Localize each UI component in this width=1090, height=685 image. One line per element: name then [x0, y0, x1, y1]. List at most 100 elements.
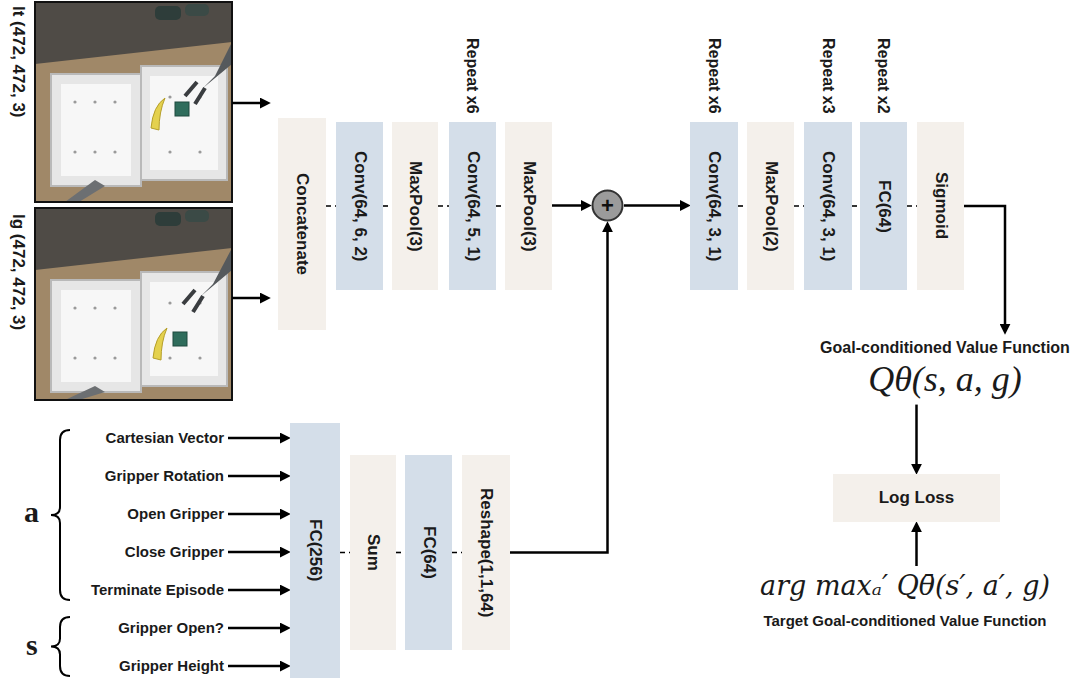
layer-block: FC(256)	[290, 423, 340, 678]
layer-block: Sum	[350, 455, 396, 650]
value-function-label: arg maxₐ′ Qθ̄(s′, a′, g) Target Goal-cond…	[754, 566, 1056, 634]
brace-bracket	[51, 430, 70, 600]
repeat-label: Repeat x3	[819, 38, 837, 114]
value-function-label: Goal-conditioned Value FunctionQθ(s, a, …	[814, 334, 1076, 405]
layer-label: Reshape(1,1,64)	[477, 488, 496, 617]
repeat-label: Repeat x6	[464, 38, 482, 114]
flow-arrow	[964, 206, 1005, 326]
illustration-part	[65, 180, 105, 202]
illustration-part	[155, 212, 181, 226]
illustration-part	[185, 4, 209, 16]
layer-block: Repeat x2FC(64)	[860, 122, 907, 290]
illustration-part	[93, 356, 96, 359]
layer-label: Concatenate	[293, 173, 312, 275]
illustration-part	[201, 248, 232, 296]
illustration-part	[151, 98, 165, 130]
layer-block: MaxPool(3)	[392, 122, 438, 290]
illustration-part	[35, 248, 232, 400]
node-label: Open Gripper	[127, 506, 224, 523]
illustration-part	[73, 100, 76, 103]
layer-block: Sigmoid	[917, 122, 964, 290]
illustration-part	[35, 2, 232, 202]
illustration-part	[173, 332, 187, 346]
flow-arrow	[624, 204, 682, 207]
flow-arrow	[228, 475, 282, 478]
function-text: Target Goal-conditioned Value Function	[760, 612, 1050, 630]
layer-block: FC(64)	[405, 455, 452, 650]
layer-block: MaxPool(2)	[747, 122, 794, 290]
sum-circle: +	[591, 189, 624, 222]
layer-label: Conv(64, 6, 2)	[350, 151, 369, 262]
input-label: Terminate Episode	[87, 580, 228, 601]
illustration-part	[203, 42, 232, 88]
flow-arrow	[915, 405, 918, 466]
layer-block: Repeat x3Conv(64, 3, 1)	[804, 122, 852, 290]
layer-label: MaxPool(3)	[406, 161, 425, 252]
dashed-link	[852, 205, 860, 207]
dashed-link	[794, 205, 804, 207]
layer-label: Conv(64, 3, 1)	[819, 151, 838, 262]
input-label: Open Gripper	[123, 504, 228, 525]
illustration-part	[150, 282, 218, 376]
layer-label: Conv(64, 3, 1)	[705, 151, 724, 262]
illustration-part	[113, 356, 116, 359]
illustration-part	[73, 306, 76, 309]
layer-block: Conv(64, 6, 2)	[336, 122, 383, 290]
node-label: Close Gripper	[125, 544, 224, 561]
image-arrow	[232, 297, 262, 300]
layer-block: MaxPool(3)	[505, 122, 552, 290]
camera-image	[35, 2, 232, 202]
flow-arrow	[228, 627, 282, 630]
layer-label: Sum	[364, 534, 383, 571]
illustration-part	[198, 150, 201, 153]
input-label: Gripper Height	[115, 656, 228, 677]
illustration-part	[35, 208, 232, 400]
function-text: Qθ(s, a, g)	[820, 359, 1070, 400]
camera-image	[35, 208, 232, 400]
illustration-part	[113, 100, 116, 103]
layer-block: Repeat x6Conv(64, 5, 1)	[449, 122, 496, 290]
layer-label: FC(64)	[419, 526, 438, 579]
input-label: Gripper Rotation	[101, 466, 228, 487]
illustration-part	[185, 82, 205, 104]
illustration-part	[175, 102, 189, 116]
illustration-part	[93, 150, 96, 153]
layer-block: Reshape(1,1,64)	[462, 455, 510, 650]
illustration-part	[51, 280, 141, 392]
flow-arrow	[552, 204, 583, 207]
node-label: Terminate Episode	[91, 582, 224, 599]
layer-block: Concatenate	[278, 118, 326, 330]
dashed-link	[326, 205, 336, 207]
illustration-part	[73, 150, 76, 153]
layer-label: MaxPool(2)	[761, 161, 780, 252]
dashed-link	[907, 205, 917, 207]
circle-shape	[593, 191, 623, 221]
dashed-link	[438, 205, 449, 207]
layer-block: Repeat x6Conv(64, 3, 1)	[690, 122, 738, 290]
layer-label: Sigmoid	[931, 172, 950, 239]
layer-label: FC(256)	[306, 519, 325, 581]
illustration-part	[198, 356, 201, 359]
function-text: arg maxₐ′ Qθ̄(s′, a′, g)	[760, 570, 1050, 602]
dashed-link	[738, 205, 747, 207]
dashed-link	[396, 552, 405, 554]
node-label: Gripper Height	[119, 658, 224, 675]
flow-arrow	[228, 551, 282, 554]
state-symbol: s	[26, 628, 38, 661]
image-size-label: Ig (472, 472, 3)	[8, 214, 28, 330]
action-symbol: a	[24, 495, 39, 528]
illustration-part	[35, 208, 232, 400]
flow-arrow	[228, 665, 282, 668]
illustration-part	[93, 100, 96, 103]
layer-label: MaxPool(3)	[519, 161, 538, 252]
input-label: Close Gripper	[121, 542, 228, 563]
illustration-part	[35, 42, 232, 202]
illustration-part	[185, 210, 209, 222]
image-size-label: It (472, 472, 3)	[8, 6, 28, 118]
illustration-part	[61, 290, 131, 382]
illustration-part	[168, 95, 171, 98]
image-arrow	[232, 102, 262, 105]
flow-arrow	[915, 530, 918, 566]
node-label: Log Loss	[879, 488, 955, 508]
illustration-part	[168, 301, 171, 304]
